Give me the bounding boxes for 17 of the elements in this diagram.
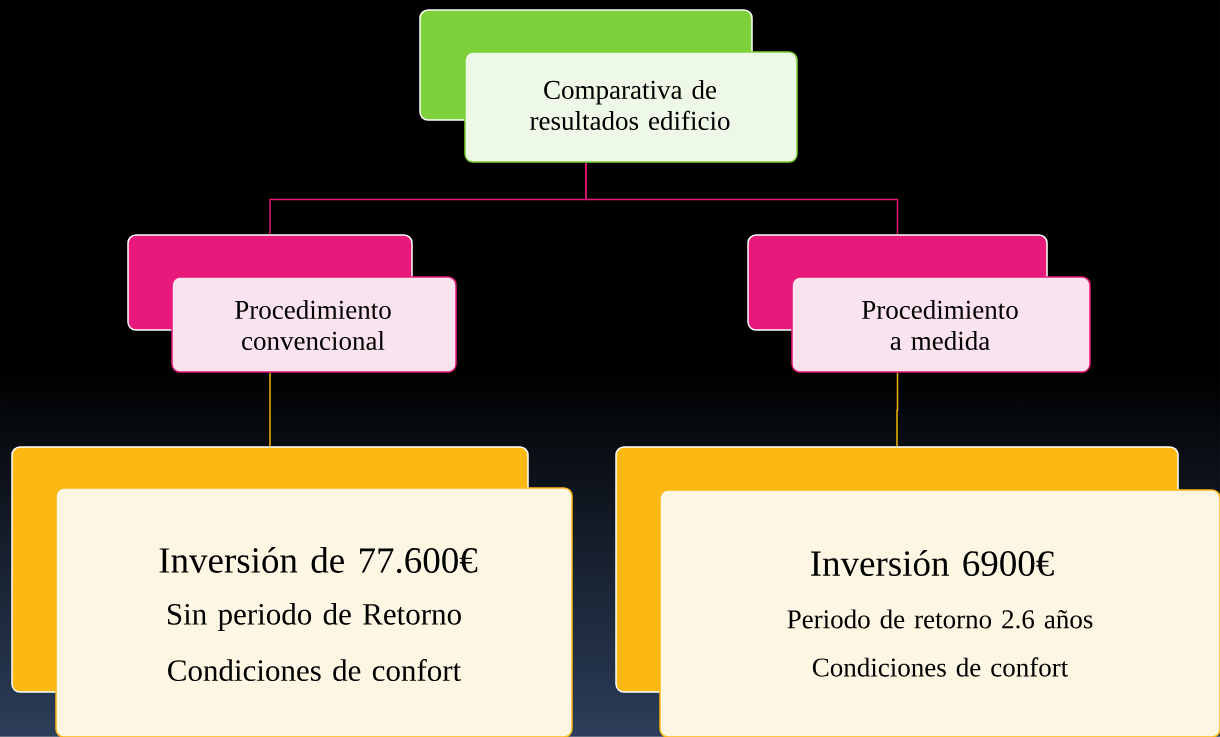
connector-line xyxy=(896,372,899,447)
card xyxy=(747,234,1091,373)
node-text: Procedimiento convencional xyxy=(235,300,391,350)
node-text: Condiciones de confort xyxy=(812,657,1069,677)
node-text: Sin periodo de Retorno xyxy=(168,602,461,632)
card xyxy=(127,234,457,373)
node-text: Comparativa de resultados edificio xyxy=(530,80,730,130)
node-text: Procedimiento a medida xyxy=(862,300,1018,350)
card xyxy=(11,446,573,737)
connector-line xyxy=(585,162,899,235)
node-text: Condiciones de confort xyxy=(168,658,462,682)
connector-line xyxy=(269,372,271,447)
card xyxy=(419,9,798,163)
card xyxy=(615,446,1220,737)
node-text: Inversión de 77.600€ xyxy=(159,546,478,574)
node-text: Periodo de retorno 2.6 años xyxy=(787,609,1093,629)
node-text: Inversión 6900€ xyxy=(811,549,1054,577)
